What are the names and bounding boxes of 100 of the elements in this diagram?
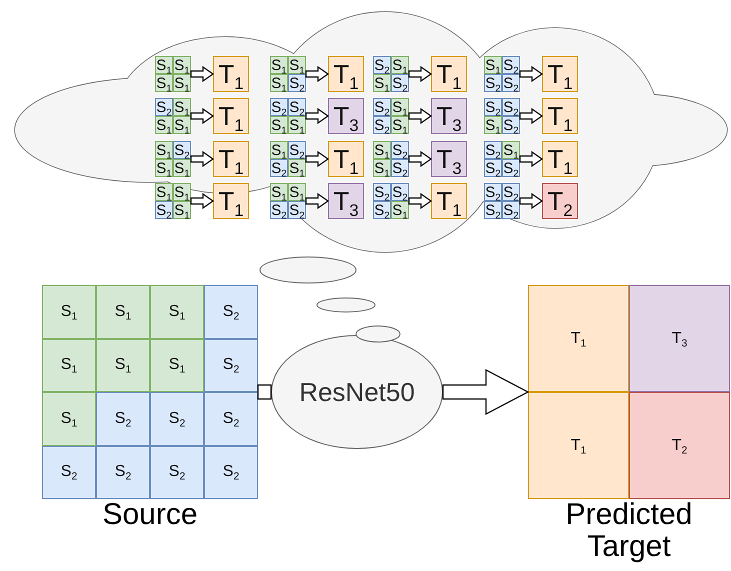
class-tile: T$_{1}$ bbox=[213, 183, 249, 219]
grid-cell: S$_{1}$ bbox=[288, 56, 306, 74]
grid-cell: S$_{2}$ bbox=[173, 141, 191, 159]
grid-cell: T$_{2}$ bbox=[629, 392, 730, 499]
grid-cell: S$_{1}$ bbox=[288, 116, 306, 134]
grid-cell: S$_{1}$ bbox=[288, 159, 306, 177]
grid-cell: S$_{1}$ bbox=[270, 74, 288, 92]
block-arrow bbox=[190, 192, 214, 210]
grid-cell: S$_{1}$ bbox=[173, 159, 191, 177]
block-arrow bbox=[519, 192, 544, 210]
grid-cell: S$_{2}$ bbox=[288, 74, 306, 92]
class-tile: T$_{1}$ bbox=[328, 141, 364, 177]
class-tile: T$_{3}$ bbox=[328, 98, 364, 134]
mini-grid bbox=[155, 56, 191, 92]
grid-cell: S$_{1}$ bbox=[373, 141, 391, 159]
grid-cell: S$_{1}$ bbox=[173, 98, 191, 116]
grid-cell: S$_{2}$ bbox=[204, 338, 258, 392]
grid-cell: S$_{2}$ bbox=[204, 392, 258, 446]
grid-cell: S$_{2}$ bbox=[502, 183, 520, 201]
grid-cell: S$_{1}$ bbox=[288, 183, 306, 201]
class-tile: T$_{1}$ bbox=[213, 98, 249, 134]
class-tile: T$_{1}$ bbox=[328, 56, 364, 92]
grid-cell: S$_{2}$ bbox=[391, 141, 409, 159]
grid-cell: S$_{1}$ bbox=[173, 201, 191, 219]
grid-cell: S$_{1}$ bbox=[96, 285, 150, 338]
grid-cell: S$_{1}$ bbox=[373, 159, 391, 177]
class-tile: T$_{3}$ bbox=[431, 98, 467, 134]
class-tile: T$_{1}$ bbox=[213, 56, 249, 92]
block-arrow bbox=[190, 66, 214, 82]
grid-cell: S$_{2}$ bbox=[288, 201, 306, 219]
grid-caption: Predicted Target bbox=[564, 499, 694, 564]
class-tile: T$_{1}$ bbox=[213, 141, 249, 177]
grid-cell: S$_{2}$ bbox=[484, 159, 502, 177]
grid-cell: S$_{2}$ bbox=[391, 159, 409, 177]
grid-cell: S$_{1}$ bbox=[155, 159, 173, 177]
grid-cell: S$_{1}$ bbox=[270, 116, 288, 134]
grid-cell: S$_{2}$ bbox=[502, 56, 520, 74]
mini-grid bbox=[484, 98, 520, 134]
grid-cell: S$_{1}$ bbox=[270, 56, 288, 74]
block-arrow bbox=[519, 108, 544, 124]
class-tile: T$_{1}$ bbox=[542, 56, 578, 92]
grid-cell: S$_{2}$ bbox=[502, 201, 520, 219]
grid-cell: S$_{1}$ bbox=[42, 338, 96, 392]
grid-cell: S$_{1}$ bbox=[155, 74, 173, 92]
mini-grid bbox=[270, 141, 306, 177]
mini-grid bbox=[270, 98, 306, 134]
grid-cell: T$_{1}$ bbox=[528, 392, 629, 499]
grid-cell: S$_{1}$ bbox=[42, 285, 96, 338]
grid-cell: S$_{2}$ bbox=[484, 98, 502, 116]
grid-cell: S$_{2}$ bbox=[96, 392, 150, 446]
grid-cell: S$_{2}$ bbox=[155, 201, 173, 219]
model-ellipse: ResNet50 bbox=[271, 335, 443, 449]
grid-cell: S$_{1}$ bbox=[484, 116, 502, 134]
grid-cell: S$_{2}$ bbox=[502, 159, 520, 177]
mini-grid bbox=[155, 141, 191, 177]
grid-cell: S$_{2}$ bbox=[484, 74, 502, 92]
grid-cell: S$_{2}$ bbox=[270, 159, 288, 177]
grid-cell: S$_{2}$ bbox=[270, 201, 288, 219]
class-tile: T$_{1}$ bbox=[542, 98, 578, 134]
mini-grid bbox=[270, 183, 306, 219]
mini-grid bbox=[373, 183, 409, 219]
block-arrow bbox=[305, 108, 330, 124]
grid-cell: S$_{2}$ bbox=[502, 98, 520, 116]
block-arrow bbox=[442, 369, 530, 415]
grid-cell: S$_{1}$ bbox=[391, 116, 409, 134]
grid-cell: S$_{1}$ bbox=[270, 183, 288, 201]
mini-grid bbox=[484, 141, 520, 177]
grid-cell: S$_{1}$ bbox=[173, 56, 191, 74]
mini-grid bbox=[270, 56, 306, 92]
grid-cell: S$_{2}$ bbox=[373, 183, 391, 201]
grid-cell: S$_{1}$ bbox=[502, 141, 520, 159]
grid-cell: S$_{1}$ bbox=[42, 392, 96, 446]
grid-cell: S$_{2}$ bbox=[204, 446, 258, 499]
grid-cell: S$_{1}$ bbox=[270, 141, 288, 159]
grid-cell: S$_{2}$ bbox=[391, 183, 409, 201]
grid-cell: S$_{2}$ bbox=[150, 392, 204, 446]
grid-cell: S$_{2}$ bbox=[373, 98, 391, 116]
grid-cell: S$_{2}$ bbox=[204, 285, 258, 338]
class-tile: T$_{2}$ bbox=[542, 183, 578, 219]
block-arrow bbox=[408, 66, 432, 82]
block-arrow bbox=[305, 192, 330, 210]
grid-cell: S$_{2}$ bbox=[373, 116, 391, 134]
grid-cell: S$_{1}$ bbox=[373, 74, 391, 92]
class-tile: T$_{3}$ bbox=[431, 141, 467, 177]
block-arrow bbox=[190, 108, 214, 124]
mini-grid bbox=[373, 56, 409, 92]
grid-cell: S$_{2}$ bbox=[502, 74, 520, 92]
grid-cell: S$_{1}$ bbox=[155, 116, 173, 134]
grid-cell: S$_{1}$ bbox=[391, 56, 409, 74]
mini-grid bbox=[155, 98, 191, 134]
grid-cell: T$_{3}$ bbox=[629, 285, 730, 392]
block-arrow bbox=[519, 150, 544, 168]
mini-grid bbox=[484, 56, 520, 92]
grid-cell: S$_{1}$ bbox=[155, 183, 173, 201]
block-arrow bbox=[519, 66, 544, 82]
grid-cell: S$_{2}$ bbox=[288, 98, 306, 116]
class-tile: T$_{1}$ bbox=[431, 56, 467, 92]
grid-cell: S$_{1}$ bbox=[155, 141, 173, 159]
block-arrow bbox=[408, 108, 432, 124]
class-tile: T$_{1}$ bbox=[431, 183, 467, 219]
